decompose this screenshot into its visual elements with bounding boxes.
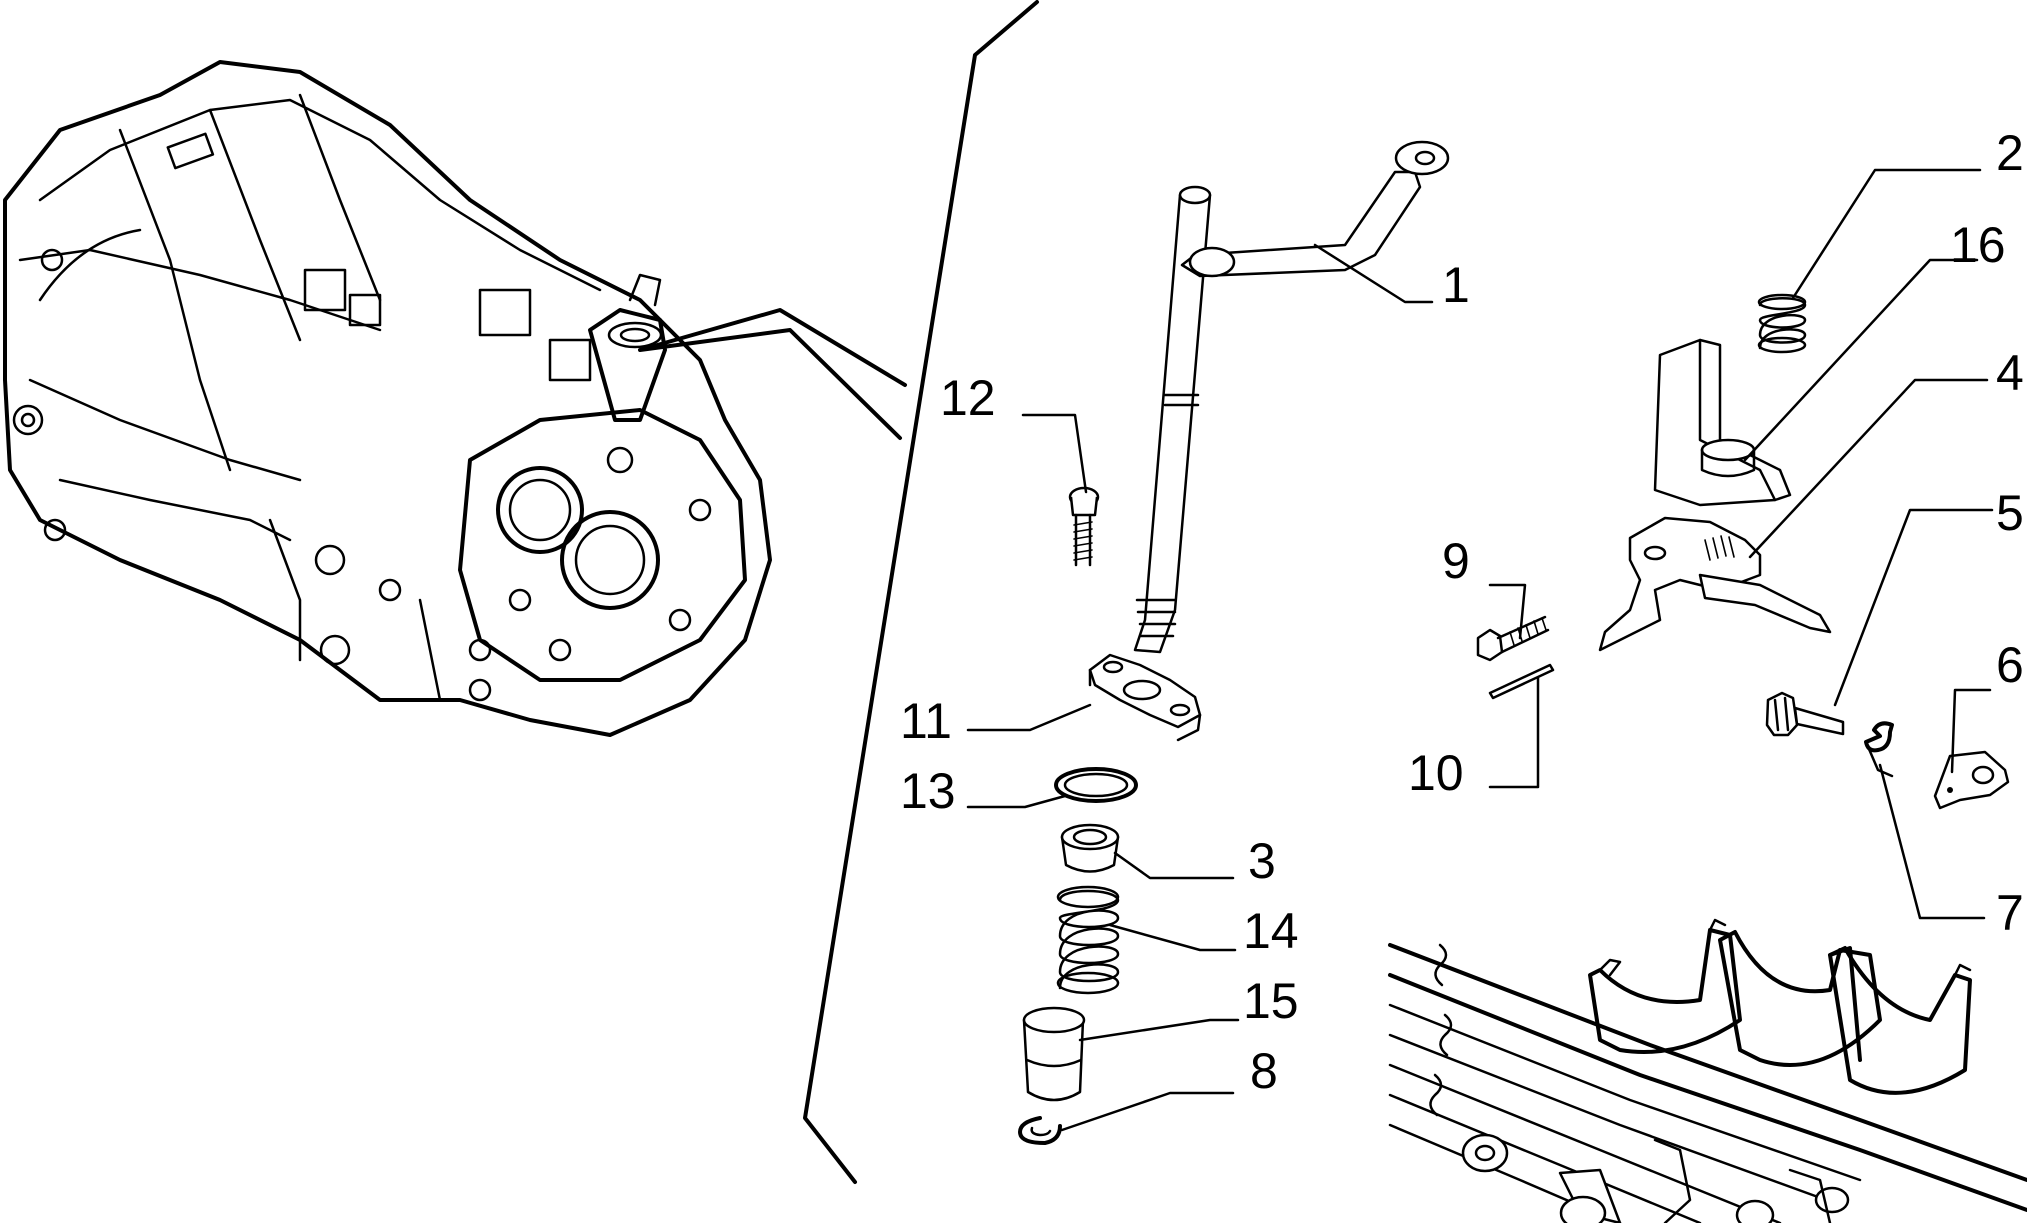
callout-8: 8 xyxy=(1250,1043,1278,1099)
callout-9: 9 xyxy=(1442,533,1470,589)
part-pin-10 xyxy=(1488,663,1555,700)
part-plunger-15 xyxy=(1022,1006,1086,1102)
part-flange-11 xyxy=(1088,653,1202,742)
callout-2: 2 xyxy=(1996,125,2024,181)
callout-10: 10 xyxy=(1408,745,1464,801)
housing-pointer-line xyxy=(638,308,907,440)
gearbox-housing xyxy=(3,60,772,737)
callout-3: 3 xyxy=(1248,833,1276,889)
part-clip-7 xyxy=(1864,721,1894,753)
part-oring-13 xyxy=(1054,767,1138,803)
part-bracket-16 xyxy=(1653,338,1792,507)
callout-12: 12 xyxy=(940,370,996,426)
part-bushing-3 xyxy=(1060,823,1120,873)
callout-14: 14 xyxy=(1243,903,1299,959)
divider-line xyxy=(803,0,1039,1184)
part-bolt-9 xyxy=(1476,615,1550,662)
part-bolt-12 xyxy=(1068,486,1100,567)
callout-5: 5 xyxy=(1996,485,2024,541)
callout-13: 13 xyxy=(900,763,956,819)
leader-lines xyxy=(966,168,1994,1132)
callout-16: 16 xyxy=(1950,217,2006,273)
callout-1: 1 xyxy=(1442,257,1470,313)
part-spring-14 xyxy=(1056,885,1120,995)
callout-6: 6 xyxy=(1996,637,2024,693)
callout-11: 11 xyxy=(900,693,952,749)
part-spring-2 xyxy=(1757,293,1807,354)
part-cam-6 xyxy=(1933,750,2010,810)
callout-7: 7 xyxy=(1996,885,2024,941)
callout-15: 15 xyxy=(1243,973,1299,1029)
part-circlip-8 xyxy=(1018,1116,1062,1145)
callout-labels: 1 2 3 4 5 6 7 8 9 10 11 12 13 14 15 16 xyxy=(900,125,2024,1099)
part-pin-5 xyxy=(1765,691,1845,737)
callout-4: 4 xyxy=(1996,345,2024,401)
shift-rails-forks xyxy=(1388,918,2027,1228)
part-selector-finger-4 xyxy=(1598,516,1832,652)
part-selector-shaft xyxy=(1133,140,1450,654)
